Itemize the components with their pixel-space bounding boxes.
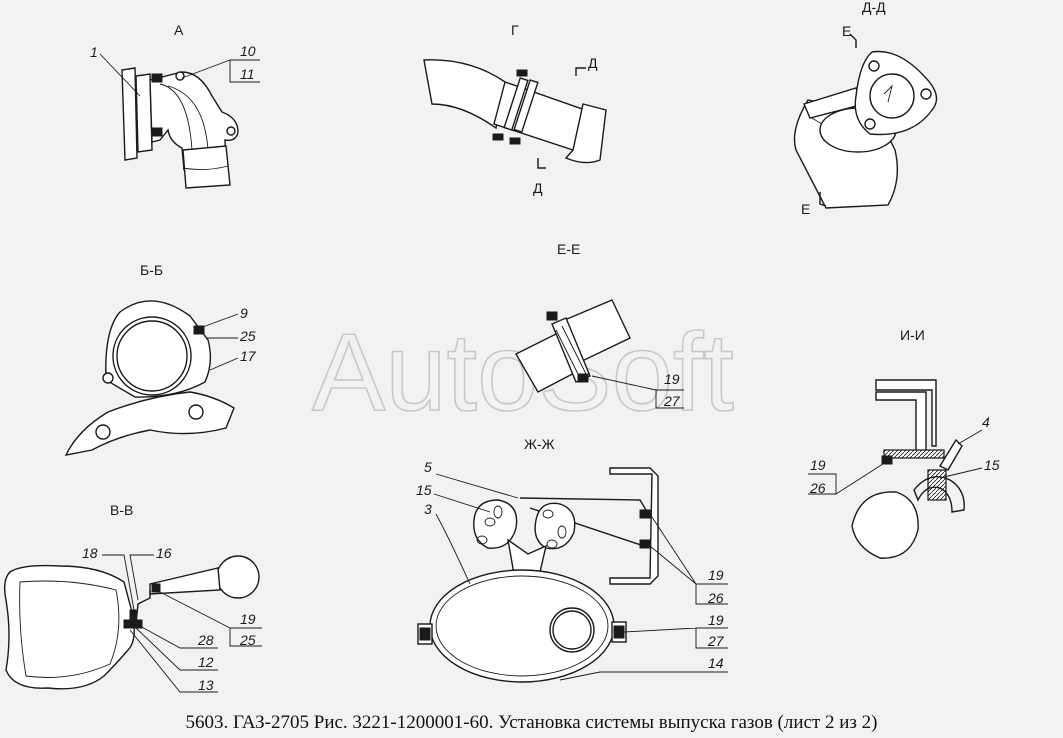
view-g: Г Д Д xyxy=(423,22,607,196)
view-vv-muffler xyxy=(3,564,135,690)
view-zhzh-outlet xyxy=(549,607,595,653)
view-g-pipe xyxy=(423,59,506,130)
view-vv-pipe xyxy=(216,555,260,599)
view-bb: Б-Б 9 25 17 xyxy=(64,262,257,456)
view-zhzh-frame-bracket xyxy=(609,467,659,585)
view-bb-pipe xyxy=(112,316,192,396)
view-ii-title: И-И xyxy=(900,327,925,343)
view-a-pipe xyxy=(182,145,231,189)
view-bb-bracket xyxy=(64,391,235,456)
mark-e-top: Е xyxy=(842,23,851,39)
callout-vv-19: 19 xyxy=(240,611,256,627)
callout-zh-5: 5 xyxy=(424,459,432,475)
callout-zh-14: 14 xyxy=(708,655,724,671)
view-vv: В-В 18 16 19 25 28 12 13 xyxy=(3,502,262,693)
view-a-bolt-bottom xyxy=(151,127,163,137)
view-a-gasket xyxy=(135,73,153,153)
callout-vv-12: 12 xyxy=(198,654,214,670)
callout-zh-19b: 19 xyxy=(708,612,724,628)
callout-a-1: 1 xyxy=(90,44,98,60)
view-ii: И-И 4 15 19 26 xyxy=(808,327,1000,559)
callout-bb-9: 9 xyxy=(240,305,248,321)
view-zhzh-hanger-right xyxy=(534,502,576,550)
view-ii-bracket xyxy=(875,379,937,447)
callout-a-11: 11 xyxy=(240,66,255,82)
view-dd-pipe-bore xyxy=(869,73,915,119)
callout-ee-19: 19 xyxy=(664,371,680,387)
view-g-muffler-end xyxy=(564,103,607,164)
callout-bb-17: 17 xyxy=(240,348,257,364)
callout-zh-15: 15 xyxy=(416,482,432,498)
view-a-flange xyxy=(121,67,138,161)
view-ee: Е-Е 19 27 xyxy=(515,241,684,409)
view-ii-insulator xyxy=(883,449,945,459)
watermark: AutoSoft xyxy=(312,311,734,434)
callout-vv-18: 18 xyxy=(82,545,98,561)
mark-d-bottom: Д xyxy=(533,180,543,196)
callout-ee-27: 27 xyxy=(663,393,681,409)
view-a-bolt-top xyxy=(151,73,163,83)
view-g-title: Г xyxy=(511,22,519,38)
view-zhzh-title: Ж-Ж xyxy=(524,436,555,452)
callout-zh-3: 3 xyxy=(424,501,432,517)
view-zhzh: Ж-Ж 5 15 3 19 26 xyxy=(416,436,728,683)
callout-vv-13: 13 xyxy=(198,677,214,693)
callout-zh-19a: 19 xyxy=(708,567,724,583)
callout-ii-19: 19 xyxy=(810,457,826,473)
view-a-title: А xyxy=(174,22,184,38)
view-vv-title: В-В xyxy=(110,502,133,518)
callout-bb-25: 25 xyxy=(239,328,256,344)
mark-d-top: Д xyxy=(588,55,598,71)
view-g-clamp xyxy=(492,69,539,145)
callout-vv-28: 28 xyxy=(197,632,214,648)
view-dd-title: Д-Д xyxy=(862,0,886,15)
view-bb-title: Б-Б xyxy=(140,262,163,278)
callout-zh-26: 26 xyxy=(707,590,724,606)
callout-a-10: 10 xyxy=(240,43,256,59)
view-ii-muffler xyxy=(851,491,919,559)
callout-vv-25: 25 xyxy=(239,632,256,648)
callout-ii-15: 15 xyxy=(984,457,1000,473)
view-ii-pipe-bend xyxy=(939,438,963,471)
view-ee-clamp xyxy=(551,317,591,383)
callout-ii-26: 26 xyxy=(809,480,826,496)
figure-caption: 5603. ГАЗ-2705 Рис. 3221-1200001-60. Уст… xyxy=(185,712,878,733)
view-ee-title: Е-Е xyxy=(557,241,580,257)
view-dd: Д-Д Е Е xyxy=(793,0,938,217)
view-a: А 1 10 11 xyxy=(90,22,260,189)
callout-vv-16: 16 xyxy=(156,545,172,561)
callout-zh-27: 27 xyxy=(707,633,725,649)
mark-e-bottom: Е xyxy=(801,201,810,217)
callout-ii-4: 4 xyxy=(982,414,990,430)
